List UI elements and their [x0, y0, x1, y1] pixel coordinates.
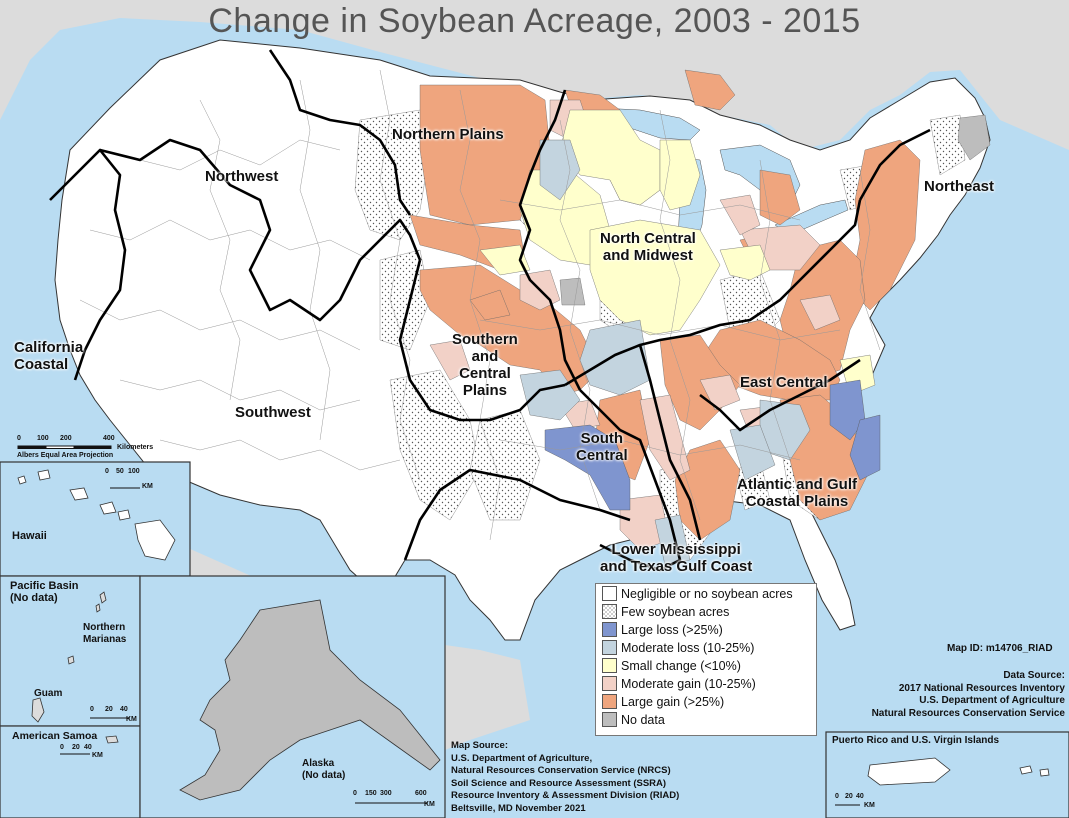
samoa-scale-20: 20: [72, 744, 80, 751]
virgin-islands: [1019, 765, 1050, 777]
alaska-land: [179, 599, 441, 801]
legend-item-large-gain: Large gain (>25%): [602, 694, 724, 711]
no-data-areas: [559, 114, 991, 306]
alaska-scale-0: 0: [353, 790, 357, 797]
hawaii-scale-0: 0: [105, 468, 109, 475]
puerto-rico-label: Puerto Rico and U.S. Virgin Islands: [832, 735, 1000, 746]
pacific-scale-unit: KM: [126, 716, 137, 723]
alaska-scale-300: 300: [380, 790, 392, 797]
small-change-areas: [479, 109, 876, 396]
alaska-label: Alaska(No data): [302, 758, 346, 781]
pacific-islands: [31, 591, 119, 744]
legend-swatch-dots: [602, 604, 617, 620]
watershed-lines: [79, 69, 881, 541]
legend-swatch: [602, 676, 617, 692]
legend-label: Moderate loss (10-25%): [621, 641, 755, 655]
scale-tick-0: 0: [17, 435, 21, 442]
legend-label: No data: [621, 713, 665, 727]
alaska-scale-unit: KM: [424, 801, 435, 808]
guam-label: Guam: [34, 688, 63, 699]
legend-swatch: [602, 622, 617, 638]
legend-swatch: [602, 658, 617, 674]
hawaii-scale-100: 100: [128, 468, 140, 475]
legend-swatch: [602, 694, 617, 710]
legend-swatch: [602, 712, 617, 728]
scale-tick-200: 200: [60, 435, 72, 442]
legend-label: Few soybean acres: [621, 605, 730, 619]
samoa-scale-40: 40: [84, 744, 92, 751]
legend-item-no-data: No data: [602, 712, 665, 729]
alaska-scale-150: 150: [365, 790, 377, 797]
canada-land: [0, 0, 1069, 150]
alaska-scale-600: 600: [415, 790, 427, 797]
legend-item-moderate-gain: Moderate gain (10-25%): [602, 676, 756, 693]
samoa-label: American Samoa: [12, 730, 98, 742]
pacific-scale-0: 0: [90, 706, 94, 713]
data-source: Data Source: 2017 National Resources Inv…: [871, 670, 1065, 719]
legend-label: Negligible or no soybean acres: [621, 587, 793, 601]
hawaii-islands: [17, 469, 176, 561]
pr-scale-0: 0: [835, 793, 839, 800]
legend-item-few: Few soybean acres: [602, 604, 729, 621]
region-label-northern-plains: Northern Plains: [392, 126, 504, 143]
pr-scale-40: 40: [856, 793, 864, 800]
legend-label: Large loss (>25%): [621, 623, 723, 637]
legend-item-large-loss: Large loss (>25%): [602, 622, 723, 639]
legend-label: Small change (<10%): [621, 659, 741, 673]
legend-item-negligible: Negligible or no soybean acres: [602, 586, 793, 603]
legend: Negligible or no soybean acres Few soybe…: [595, 583, 817, 736]
map-id: Map ID: m14706_RIAD: [947, 643, 1053, 654]
legend-label: Large gain (>25%): [621, 695, 725, 709]
pr-scale-20: 20: [845, 793, 853, 800]
region-label-east-central: East Central: [740, 374, 828, 391]
region-label-southwest: Southwest: [235, 404, 311, 421]
scale-tick-100: 100: [37, 435, 49, 442]
pacific-label: Pacific Basin(No data): [10, 580, 79, 604]
pacific-scale-20: 20: [105, 706, 113, 713]
hawaii-scale-50: 50: [116, 468, 124, 475]
pr-scale-unit: KM: [864, 802, 875, 809]
legend-swatch: [602, 586, 617, 602]
map-source: Map Source: U.S. Department of Agricultu…: [451, 740, 680, 814]
hawaii-scale-unit: KM: [142, 483, 153, 490]
pacific-scale-40: 40: [120, 706, 128, 713]
projection-note: Albers Equal Area Projection: [17, 452, 114, 459]
hawaii-label: Hawaii: [12, 530, 47, 542]
region-label-northwest: Northwest: [205, 168, 279, 185]
legend-item-small-change: Small change (<10%): [602, 658, 741, 675]
region-boundaries: [49, 49, 931, 572]
scale-tick-400: 400: [103, 435, 115, 442]
samoa-scale-0: 0: [60, 744, 64, 751]
scale-unit: Kilometers: [117, 444, 154, 451]
legend-item-moderate-loss: Moderate loss (10-25%): [602, 640, 754, 657]
legend-swatch: [602, 640, 617, 656]
main-scale-bar: [17, 445, 112, 449]
samoa-scale-unit: KM: [92, 752, 103, 759]
map-title: Change in Soybean Acreage, 2003 - 2015: [208, 2, 861, 40]
region-label-northeast: Northeast: [924, 178, 995, 195]
large-loss-areas: [544, 379, 881, 511]
puerto-rico-land: [867, 757, 951, 786]
legend-label: Moderate gain (10-25%): [621, 677, 756, 691]
puerto-rico-frame: [825, 731, 1069, 818]
